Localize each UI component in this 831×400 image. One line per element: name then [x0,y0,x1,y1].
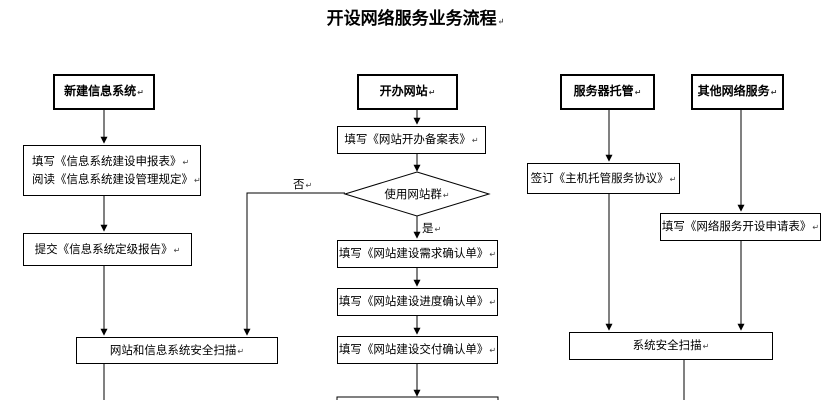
edge-label-yes: 是↵ [422,221,442,235]
node-other-service: 其他网络服务↵ [691,74,784,110]
decision-label: 使用网站群↵ [384,187,450,201]
node-new-system: 新建信息系统↵ [53,74,155,110]
edge-label-no: 否↵ [293,177,313,191]
node-submit-grading: 提交《信息系统定级报告》↵ [23,233,192,266]
node-fill-site-delivery: 填写《网站建设交付确认单》↵ [337,336,498,364]
node-fill-site-filing: 填写《网站开办备案表》↵ [337,126,486,154]
node-fill-site-progress: 填写《网站建设进度确认单》↵ [337,288,498,316]
node-fill-service-application: 填写《网络服务开设申请表》↵ [660,213,821,241]
decision-diamond-use-site-group [343,171,491,217]
node-hosting: 服务器托管↵ [560,74,655,110]
arrow-decision-no-to-scan [243,192,345,336]
page-title: 开设网络服务业务流程↵ [326,9,505,29]
node-site-system-security-scan: 网站和信息系统安全扫描↵ [76,337,278,364]
node-open-site: 开办网站↵ [357,74,458,110]
node-sign-hosting-agreement: 签订《主机托管服务协议》↵ [527,163,680,194]
node-fill-report: 填写《信息系统建设申报表》↵ 阅读《信息系统建设管理规定》↵ [23,145,201,196]
node-system-security-scan: 系统安全扫描↵ [569,332,773,360]
truncated-box-bottom [336,396,499,400]
node-fill-site-requirement: 填写《网站建设需求确认单》↵ [337,240,498,268]
